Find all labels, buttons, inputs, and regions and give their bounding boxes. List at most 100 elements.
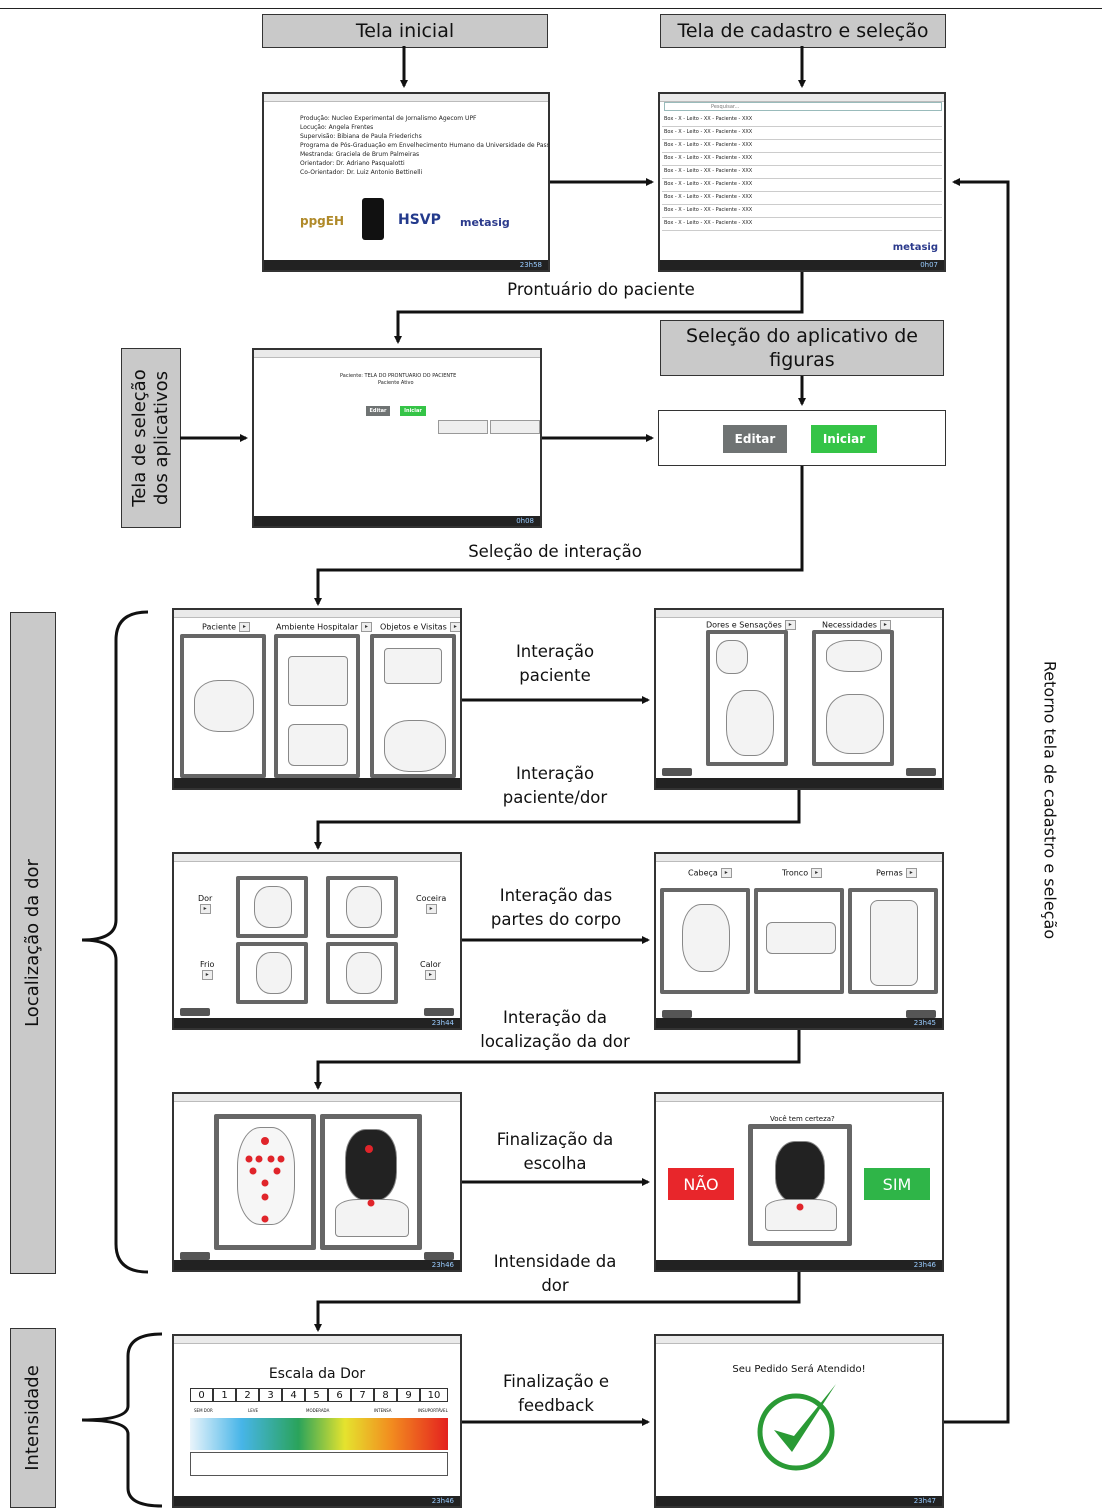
- android-nav-bar[interactable]: 23h46: [174, 1496, 460, 1506]
- label-coceira[interactable]: Coceira▸: [416, 894, 447, 914]
- label-frio[interactable]: Frio▸: [200, 960, 215, 980]
- header-tela-inicial: Tela inicial: [262, 14, 548, 48]
- label-dor[interactable]: Dor▸: [198, 894, 213, 914]
- scale-number[interactable]: 8: [374, 1388, 397, 1402]
- scale-number[interactable]: 2: [236, 1388, 259, 1402]
- pain-scale-numbers: 0 1 2 3 4 5 6 7 8 9 10: [190, 1388, 448, 1402]
- check-icon: [757, 1384, 836, 1471]
- image-card-cabeca[interactable]: [660, 888, 750, 994]
- category-objetos[interactable]: Objetos e Visitas▸: [380, 622, 460, 633]
- category-dores[interactable]: Dores e Sensações▸: [706, 620, 796, 631]
- image-card-pernas[interactable]: [848, 888, 938, 994]
- credit-line: Co-Orientador: Dr. Luiz Antonio Bettinel…: [300, 169, 423, 176]
- android-nav-bar[interactable]: 23h46: [656, 1260, 942, 1270]
- pain-markers-neck: [365, 1145, 375, 1207]
- patient-row[interactable]: Box - X - Leito - XX - Paciente - XXX: [662, 205, 942, 218]
- category-cabeca[interactable]: Cabeça▸: [688, 868, 732, 879]
- android-nav-bar[interactable]: [174, 778, 460, 788]
- label-calor[interactable]: Calor▸: [420, 960, 441, 980]
- scale-number[interactable]: 7: [351, 1388, 374, 1402]
- patient-row[interactable]: Box - X - Leito - XX - Paciente - XXX: [662, 218, 942, 231]
- back-button[interactable]: [180, 1008, 210, 1016]
- clock: 23h46: [913, 1261, 936, 1269]
- image-card-paciente[interactable]: [180, 634, 266, 778]
- scale-number[interactable]: 9: [397, 1388, 420, 1402]
- android-nav-bar[interactable]: 23h46: [174, 1260, 460, 1270]
- next-button[interactable]: [906, 1010, 936, 1018]
- screen-top-bar: [174, 610, 460, 618]
- flow-label-prontuario: Prontuário do paciente: [507, 280, 695, 299]
- image-card-dor[interactable]: [236, 876, 308, 938]
- screen-confirmacao: Você tem certeza? NÃO SIM 23h46: [654, 1092, 944, 1272]
- android-nav-bar[interactable]: 23h58: [264, 260, 548, 270]
- app-mensagem-button[interactable]: [490, 420, 540, 434]
- iniciar-button[interactable]: Iniciar: [400, 406, 426, 416]
- category-paciente[interactable]: Paciente▸: [202, 622, 251, 633]
- phone-icon: [362, 198, 384, 240]
- back-button[interactable]: [662, 768, 692, 776]
- screen-localizacao-dor: 23h46: [172, 1092, 462, 1272]
- editar-button[interactable]: Editar: [366, 406, 390, 416]
- flow-label-finalizacao-feedback: Finalização e feedback: [502, 1372, 610, 1415]
- flow-label-finalizacao-escolha: Finalização da escolha: [496, 1130, 614, 1173]
- patient-row[interactable]: Box - X - Leito - XX - Paciente - XXX: [662, 192, 942, 205]
- back-button[interactable]: [180, 1252, 210, 1260]
- android-nav-bar[interactable]: 23h44: [174, 1018, 460, 1028]
- image-card-tronco[interactable]: [754, 888, 844, 994]
- image-card-frio[interactable]: [236, 942, 308, 1004]
- search-input[interactable]: Pesquisar...: [664, 102, 942, 111]
- image-card-nuca[interactable]: [320, 1114, 422, 1250]
- back-button[interactable]: [662, 1010, 692, 1018]
- patient-row[interactable]: Box - X - Leito - XX - Paciente - XXX: [662, 114, 942, 127]
- pain-markers-face: [245, 1137, 285, 1223]
- scale-number[interactable]: 4: [282, 1388, 305, 1402]
- screen-prontuario: Paciente: TELA DO PRONTUARIO DO PACIENTE…: [252, 348, 542, 528]
- android-nav-bar[interactable]: 23h47: [656, 1496, 942, 1506]
- next-button[interactable]: [424, 1252, 454, 1260]
- scale-number[interactable]: 6: [328, 1388, 351, 1402]
- pain-marker: [796, 1203, 804, 1211]
- screen-top-bar: [656, 1094, 942, 1102]
- iniciar-button[interactable]: Iniciar: [811, 425, 877, 453]
- clock: 23h46: [431, 1497, 454, 1505]
- image-card-necessidades[interactable]: [812, 630, 894, 766]
- image-card-objetos[interactable]: [370, 634, 456, 778]
- scale-number[interactable]: 5: [305, 1388, 328, 1402]
- scale-number[interactable]: 10: [420, 1388, 448, 1402]
- patient-row[interactable]: Box - X - Leito - XX - Paciente - XXX: [662, 140, 942, 153]
- image-card-rosto[interactable]: [214, 1114, 316, 1250]
- android-nav-bar[interactable]: 0h07: [660, 260, 944, 270]
- android-nav-bar[interactable]: [656, 778, 942, 788]
- image-card-calor[interactable]: [326, 942, 398, 1004]
- image-card-coceira[interactable]: [326, 876, 398, 938]
- category-tronco[interactable]: Tronco▸: [782, 868, 823, 879]
- nao-button[interactable]: NÃO: [668, 1168, 734, 1200]
- android-nav-bar[interactable]: 23h45: [656, 1018, 942, 1028]
- image-card-ambiente[interactable]: [274, 634, 360, 778]
- band-label: LEVE: [248, 1408, 259, 1413]
- next-button[interactable]: [906, 768, 936, 776]
- credit-line: Produção: Nucleo Experimental de Jornali…: [300, 115, 477, 122]
- next-button[interactable]: [424, 1008, 454, 1016]
- category-pernas[interactable]: Pernas▸: [876, 868, 917, 879]
- category-ambiente[interactable]: Ambiente Hospitalar▸: [276, 622, 372, 633]
- screen-top-bar: [174, 854, 460, 862]
- scale-number[interactable]: 3: [259, 1388, 282, 1402]
- scale-number[interactable]: 0: [190, 1388, 213, 1402]
- app-tela-desenho-button[interactable]: [438, 420, 488, 434]
- editar-button[interactable]: Editar: [723, 425, 787, 453]
- patient-row[interactable]: Box - X - Leito - XX - Paciente - XXX: [662, 153, 942, 166]
- category-necessidades[interactable]: Necessidades▸: [822, 620, 891, 631]
- patient-row[interactable]: Box - X - Leito - XX - Paciente - XXX: [662, 166, 942, 179]
- screen-interacao-paciente: Paciente▸ Ambiente Hospitalar▸ Objetos e…: [172, 608, 462, 790]
- patient-row[interactable]: Box - X - Leito - XX - Paciente - XXX: [662, 127, 942, 140]
- screen-dores-necessidades: Dores e Sensações▸ Necessidades▸: [654, 608, 944, 790]
- image-card-dores[interactable]: [706, 630, 788, 766]
- android-nav-bar[interactable]: 0h08: [254, 516, 540, 526]
- clock: 23h58: [519, 261, 542, 269]
- sim-button[interactable]: SIM: [864, 1168, 930, 1200]
- scale-number[interactable]: 1: [213, 1388, 236, 1402]
- pain-scale-gradient[interactable]: [190, 1418, 448, 1450]
- screen-top-bar: [656, 1336, 942, 1344]
- patient-row[interactable]: Box - X - Leito - XX - Paciente - XXX: [662, 179, 942, 192]
